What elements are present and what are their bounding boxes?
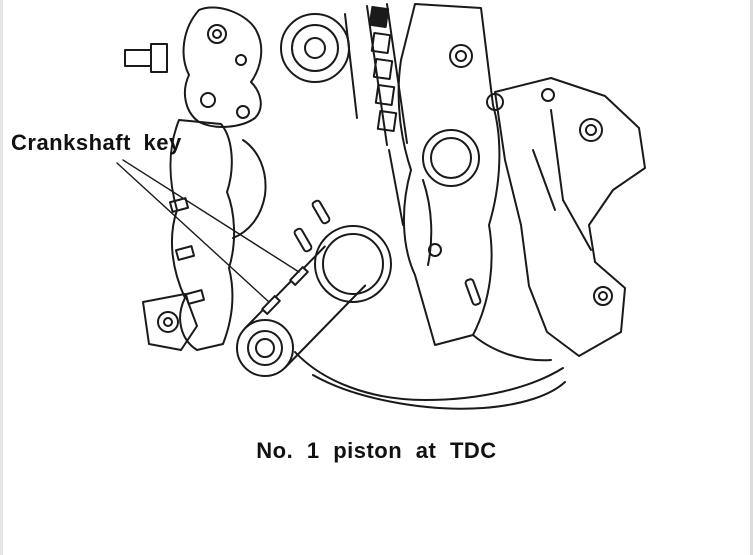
left-block-edge [168,119,267,351]
oil-pan [294,351,566,410]
timing-chain [366,3,408,226]
crankshaft [236,225,392,377]
dowel-pins [293,199,482,306]
engine-mount-bracket [472,77,646,362]
leader-lines [116,159,300,303]
lower-left-lug [142,293,198,351]
crankshaft-keys [261,266,309,315]
upper-left-bracket [124,6,263,128]
engine-diagram-svg [116,3,646,410]
idler-pulley [280,13,358,119]
crankshaft-key-label: Crankshaft key [11,130,182,155]
figure-caption: No. 1 piston at TDC [256,438,497,463]
front-cover [397,3,504,346]
